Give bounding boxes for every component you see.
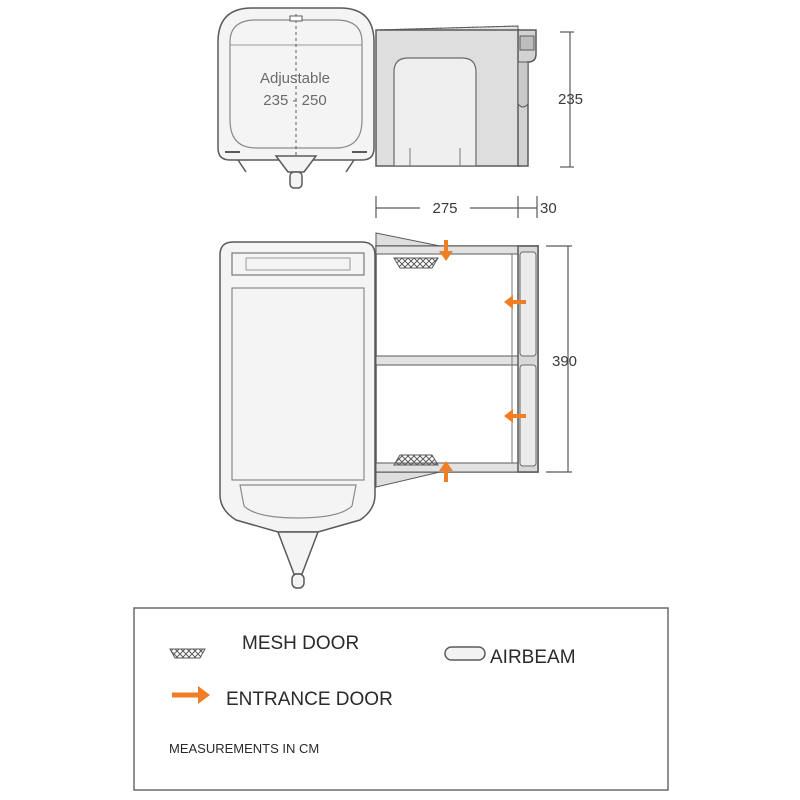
entrance-arrow-side-lower (504, 409, 526, 423)
awning-top (375, 232, 539, 488)
depth-dimension: 275 30 (375, 196, 557, 218)
beam-value: 30 (540, 200, 557, 217)
mesh-door-top (393, 257, 439, 269)
legend-box (133, 607, 669, 791)
entrance-arrow-bottom (439, 461, 453, 482)
adjustable-range: 235 - 250 (263, 92, 326, 109)
entrance-arrow-side-upper (504, 295, 526, 309)
caravan-top (219, 241, 376, 589)
entrance-door-label: ENTRANCE DOOR (226, 689, 393, 710)
airbeam-label: AIRBEAM (490, 647, 576, 668)
width-dimension: 390 (546, 245, 577, 473)
measurements-note: MEASUREMENTS IN CM (169, 741, 319, 756)
top-view: 390 (219, 232, 577, 589)
height-value: 235 (558, 91, 583, 108)
awning-front (375, 25, 537, 167)
mesh-door-icon (169, 648, 206, 659)
width-value: 390 (552, 353, 577, 370)
height-dimension: 235 (558, 31, 583, 168)
caravan-front (217, 7, 375, 189)
airbeam-icon (444, 646, 486, 661)
arrow-right-icon (172, 686, 210, 704)
legend: MESH DOOR AIRBEAM ENTRANCE DOOR MEASUREM… (133, 607, 669, 791)
entrance-arrow-top (439, 240, 453, 261)
front-view: Adjustable 235 - 250 235 (217, 7, 583, 189)
adjustable-label: Adjustable (260, 70, 330, 87)
mesh-door-bottom (393, 454, 439, 466)
mesh-door-label: MESH DOOR (242, 633, 359, 654)
depth-value: 275 (432, 200, 457, 217)
